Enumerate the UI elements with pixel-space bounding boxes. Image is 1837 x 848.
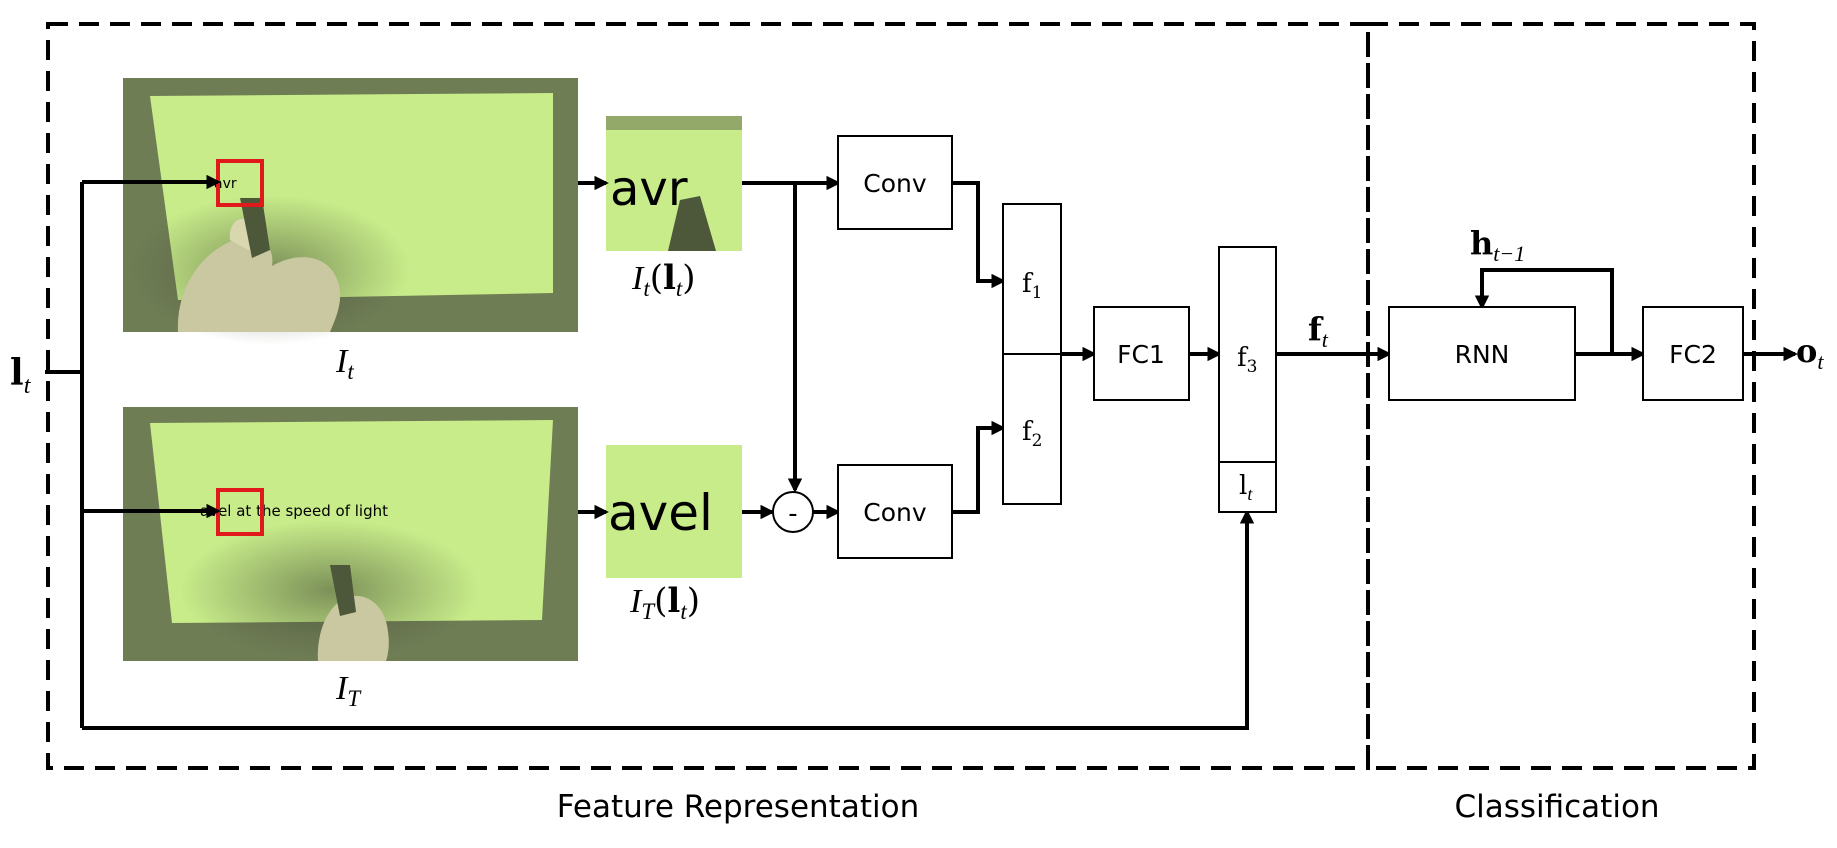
svg-text:ot: ot	[1796, 332, 1824, 374]
svg-text:ft: ft	[1308, 310, 1329, 352]
svg-text:lt: lt	[10, 352, 32, 399]
rnn-block: RNN	[1388, 306, 1576, 401]
feature-representation-frame	[46, 22, 1370, 770]
f3-block: f3 lt	[1218, 246, 1277, 513]
svg-text:IT(lt): IT(lt)	[629, 581, 700, 624]
svg-text:f3: f3	[1237, 343, 1257, 377]
svg-text:FC2: FC2	[1669, 340, 1717, 369]
caption-current-frame: It	[335, 343, 354, 384]
svg-text:-: -	[788, 499, 797, 529]
svg-text:IT: IT	[335, 670, 362, 711]
wire-recurrent-loop	[1474, 268, 1614, 354]
fc1-block: FC1	[1093, 306, 1190, 401]
svg-text:lt: lt	[1239, 471, 1253, 504]
target-frame-image: avel at the speed of light	[123, 407, 578, 661]
fc2-block: FC2	[1642, 306, 1744, 401]
section-title-classification: Classification	[1454, 789, 1659, 825]
svg-text:f2: f2	[1022, 417, 1042, 451]
svg-text:Conv: Conv	[863, 169, 927, 198]
section-title-feature: Feature Representation	[557, 789, 919, 825]
wire-conv-top-to-f1	[952, 181, 1006, 289]
caption-target-crop: IT(lt)	[629, 581, 700, 624]
conv-top-block: Conv	[837, 135, 953, 230]
svg-text:It: It	[335, 343, 354, 384]
conv-bottom-block: Conv	[837, 464, 953, 559]
current-crop-image: avr	[606, 116, 742, 251]
feature-concat-block: f1 f2	[1002, 203, 1062, 505]
input-location-label: lt	[10, 352, 32, 399]
svg-text:f1: f1	[1022, 269, 1042, 303]
svg-text:RNN: RNN	[1455, 340, 1510, 369]
current-frame-image: avr	[123, 78, 578, 345]
svg-text:avel: avel	[608, 484, 713, 542]
caption-current-crop: It(lt)	[631, 258, 696, 301]
caption-target-frame: IT	[335, 670, 362, 711]
svg-text:avel at the speed of light: avel at the speed of light	[200, 502, 388, 520]
hidden-state-label: ht−1	[1470, 224, 1525, 266]
svg-text:Conv: Conv	[863, 498, 927, 527]
svg-text:ht−1: ht−1	[1470, 224, 1525, 266]
svg-text:FC1: FC1	[1117, 340, 1165, 369]
wire-conv-bottom-to-f2	[952, 420, 1006, 514]
subtract-node: -	[772, 491, 814, 533]
target-crop-image: avel	[606, 445, 742, 578]
output-label: ot	[1796, 332, 1824, 374]
svg-text:It(lt): It(lt)	[631, 258, 696, 301]
feature-vector-label: ft	[1308, 310, 1329, 352]
svg-text:avr: avr	[610, 161, 688, 217]
wire-location-skip	[82, 509, 1255, 730]
classification-frame	[1366, 22, 1756, 770]
